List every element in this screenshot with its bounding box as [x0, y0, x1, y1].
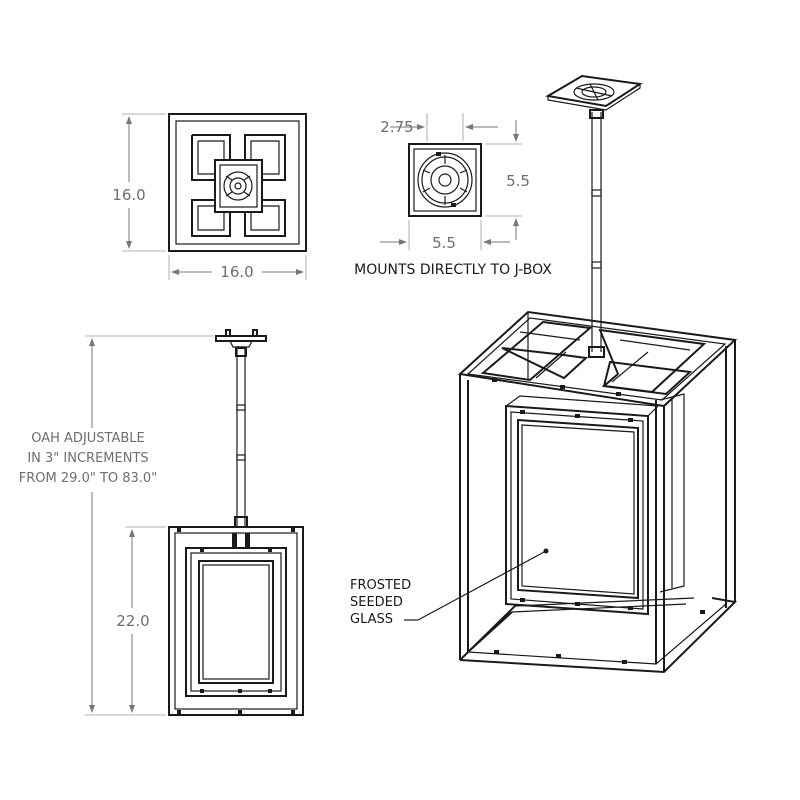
canopy-dim-bottom: 5.5	[432, 234, 456, 252]
canopy-caption: MOUNTS DIRECTLY TO J-BOX	[354, 262, 552, 278]
top-view-height-dim: 16.0	[112, 186, 145, 204]
glass-label-line3: GLASS	[350, 612, 393, 627]
glass-label-line2: SEEDED	[350, 595, 403, 610]
front-body-height-dim: 22.0	[116, 612, 149, 630]
top-view: 16.0 16.0	[112, 113, 307, 281]
oah-note-line2: IN 3" INCREMENTS	[27, 451, 148, 466]
canopy-dim-top: 2.75	[380, 118, 413, 136]
iso-view: FROSTED SEEDED GLASS	[350, 74, 738, 674]
oah-note-line3: FROM 29.0" TO 83.0"	[19, 471, 157, 486]
canopy-view: 2.75 5.5 5.5 MOUNTS DIRECTLY TO J-BOX	[354, 113, 552, 278]
glass-label-line1: FROSTED	[350, 578, 411, 593]
top-view-width-dim: 16.0	[220, 263, 253, 281]
oah-note-line1: OAH ADJUSTABLE	[31, 431, 145, 446]
front-view: OAH ADJUSTABLE IN 3" INCREMENTS FROM 29.…	[19, 329, 304, 716]
canopy-dim-right: 5.5	[506, 172, 530, 190]
